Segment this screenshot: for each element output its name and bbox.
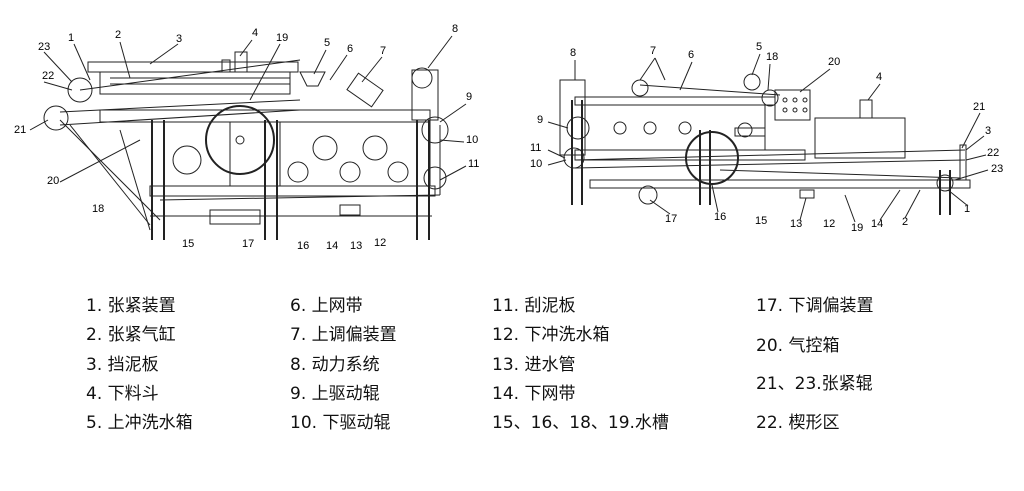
left-callout-16: 16	[297, 240, 309, 252]
right-callout-1: 1	[964, 203, 970, 215]
left-callout-12: 12	[374, 237, 386, 249]
left-callout-4: 4	[252, 27, 258, 39]
right-callout-12: 12	[823, 218, 835, 230]
right-callout-4: 4	[876, 71, 882, 83]
left-leader-lines	[29, 35, 467, 183]
legend-item: 12. 下冲洗水箱	[492, 325, 610, 345]
legend-item: 11. 刮泥板	[492, 296, 576, 316]
legend-item: 20. 气控箱	[756, 336, 840, 356]
right-callout-18: 18	[766, 51, 778, 63]
legend-item: 5. 上冲洗水箱	[86, 413, 193, 433]
right-callout-labels: 1 2 3 4 5 6 7 8 9 10 11 12 13 14 15 16 1…	[530, 41, 1003, 234]
legend-item: 15、16、18、19.水槽	[492, 413, 669, 433]
left-callout-17: 17	[242, 238, 254, 250]
left-callout-9: 9	[466, 91, 472, 103]
left-callout-5: 5	[324, 37, 330, 49]
legend-item: 4. 下料斗	[86, 384, 159, 404]
legend-item: 3. 挡泥板	[86, 355, 159, 375]
left-callout-22: 22	[42, 70, 54, 82]
right-callout-22: 22	[987, 147, 999, 159]
left-callout-2: 2	[115, 29, 121, 41]
left-callout-8: 8	[452, 23, 458, 35]
left-callout-3: 3	[176, 33, 182, 45]
right-callout-9: 9	[537, 114, 543, 126]
left-callout-15: 15	[182, 238, 194, 250]
right-callout-11: 11	[530, 142, 541, 154]
legend-item: 9. 上驱动辊	[290, 384, 380, 404]
left-callout-7: 7	[380, 45, 386, 57]
left-callout-19: 19	[276, 32, 288, 44]
legend-item: 7. 上调偏装置	[290, 325, 397, 345]
left-callout-18: 18	[92, 203, 104, 215]
machine-diagrams: 1 2 3 4 5 6 7 8 9 10 11 12 13 14 15 16 1…	[14, 23, 1003, 252]
left-view	[43, 51, 449, 240]
left-callout-21: 21	[14, 124, 26, 136]
legend-item: 8. 动力系统	[290, 355, 380, 375]
left-callout-13: 13	[350, 240, 362, 252]
right-view	[559, 73, 971, 215]
right-callout-15: 15	[755, 215, 767, 227]
right-callout-19: 19	[851, 222, 863, 234]
right-callout-17: 17	[665, 213, 677, 225]
right-callout-14: 14	[871, 218, 883, 230]
left-callout-11: 11	[468, 158, 479, 170]
left-callout-6: 6	[347, 43, 353, 55]
right-callout-8: 8	[570, 47, 576, 59]
legend-item: 6. 上网带	[290, 296, 363, 316]
right-callout-7: 7	[650, 45, 656, 57]
legend-item: 2. 张紧气缸	[86, 325, 176, 345]
legend-item: 1. 张紧装置	[86, 296, 176, 316]
left-callout-14: 14	[326, 240, 338, 252]
right-callout-10: 10	[530, 158, 542, 170]
right-callout-6: 6	[688, 49, 694, 61]
legend-item: 10. 下驱动辊	[290, 413, 391, 433]
legend-item: 17. 下调偏装置	[756, 296, 874, 316]
right-leader-lines	[547, 53, 989, 223]
legend-item: 14. 下网带	[492, 384, 576, 404]
right-callout-21: 21	[973, 101, 985, 113]
left-callout-labels: 1 2 3 4 5 6 7 8 9 10 11 12 13 14 15 16 1…	[14, 23, 479, 252]
right-callout-5: 5	[756, 41, 762, 53]
left-callout-20: 20	[47, 175, 59, 187]
legend-item: 22. 楔形区	[756, 413, 840, 433]
right-callout-2: 2	[902, 216, 908, 228]
left-callout-1: 1	[68, 32, 74, 44]
right-callout-23: 23	[991, 163, 1003, 175]
legend-item: 13. 进水管	[492, 355, 576, 375]
right-callout-20: 20	[828, 56, 840, 68]
right-callout-3: 3	[985, 125, 991, 137]
legend-item: 21、23.张紧辊	[756, 374, 873, 394]
left-callout-10: 10	[466, 134, 478, 146]
left-callout-23: 23	[38, 41, 50, 53]
right-callout-13: 13	[790, 218, 802, 230]
right-callout-16: 16	[714, 211, 726, 223]
